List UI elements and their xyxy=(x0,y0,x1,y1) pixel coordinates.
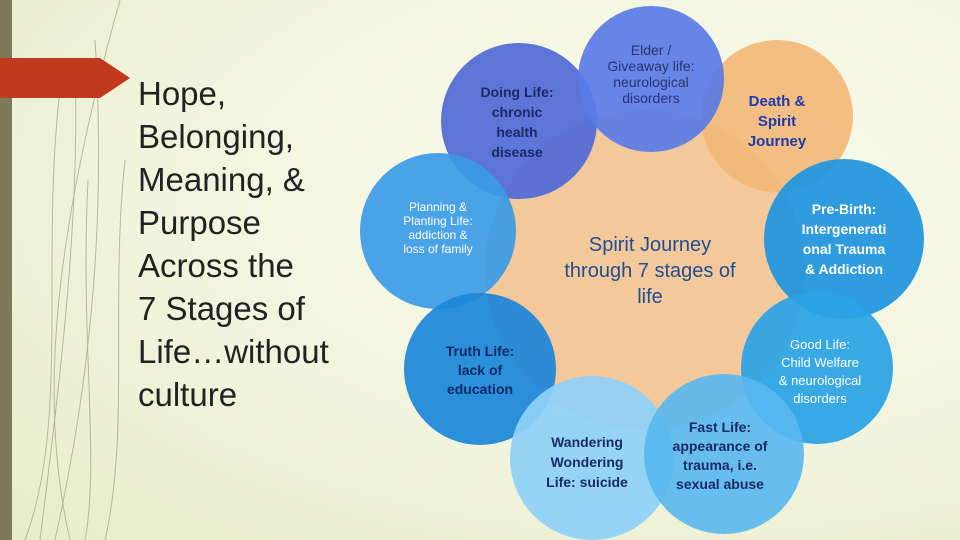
slide-title: Hope, Belonging, Meaning, & Purpose Acro… xyxy=(138,75,329,413)
arrow-banner xyxy=(0,58,130,98)
stage-circle-fast-life xyxy=(644,374,804,534)
label-wandering-life: Wandering Wondering Life: suicide xyxy=(546,434,628,490)
center-circle xyxy=(485,110,805,430)
stage-circle-death-spirit xyxy=(701,40,853,192)
label-pre-birth: Pre-Birth: Intergenerati onal Trauma & A… xyxy=(801,201,887,277)
center-label: Spirit Journey through 7 stages of life xyxy=(564,234,736,308)
label-doing-life: Doing Life: chronic health disease xyxy=(480,84,554,160)
stage-circle-pre-birth xyxy=(764,159,924,319)
label-fast-life: Fast Life: appearance of trauma, i.e. se… xyxy=(672,419,768,492)
stage-circle-wandering-life xyxy=(510,376,674,540)
stage-circle-planning-life xyxy=(360,153,516,309)
label-planning-life: Planning & Planting Life: addiction & lo… xyxy=(403,200,473,256)
label-truth-life: Truth Life: lack of education xyxy=(445,343,515,397)
decorative-swirls xyxy=(24,0,126,540)
stage-circle-elder-giveaway xyxy=(578,6,724,152)
stage-circle-truth-life xyxy=(404,293,556,445)
stage-circle-doing-life xyxy=(441,43,597,199)
label-death-spirit: Death & Spirit Journey xyxy=(747,93,807,150)
label-good-life: Good Life: Child Welfare & neurological … xyxy=(778,337,862,406)
sidebar-strip xyxy=(0,0,12,540)
label-elder-giveaway: Elder / Giveaway life: neurological diso… xyxy=(607,42,695,106)
